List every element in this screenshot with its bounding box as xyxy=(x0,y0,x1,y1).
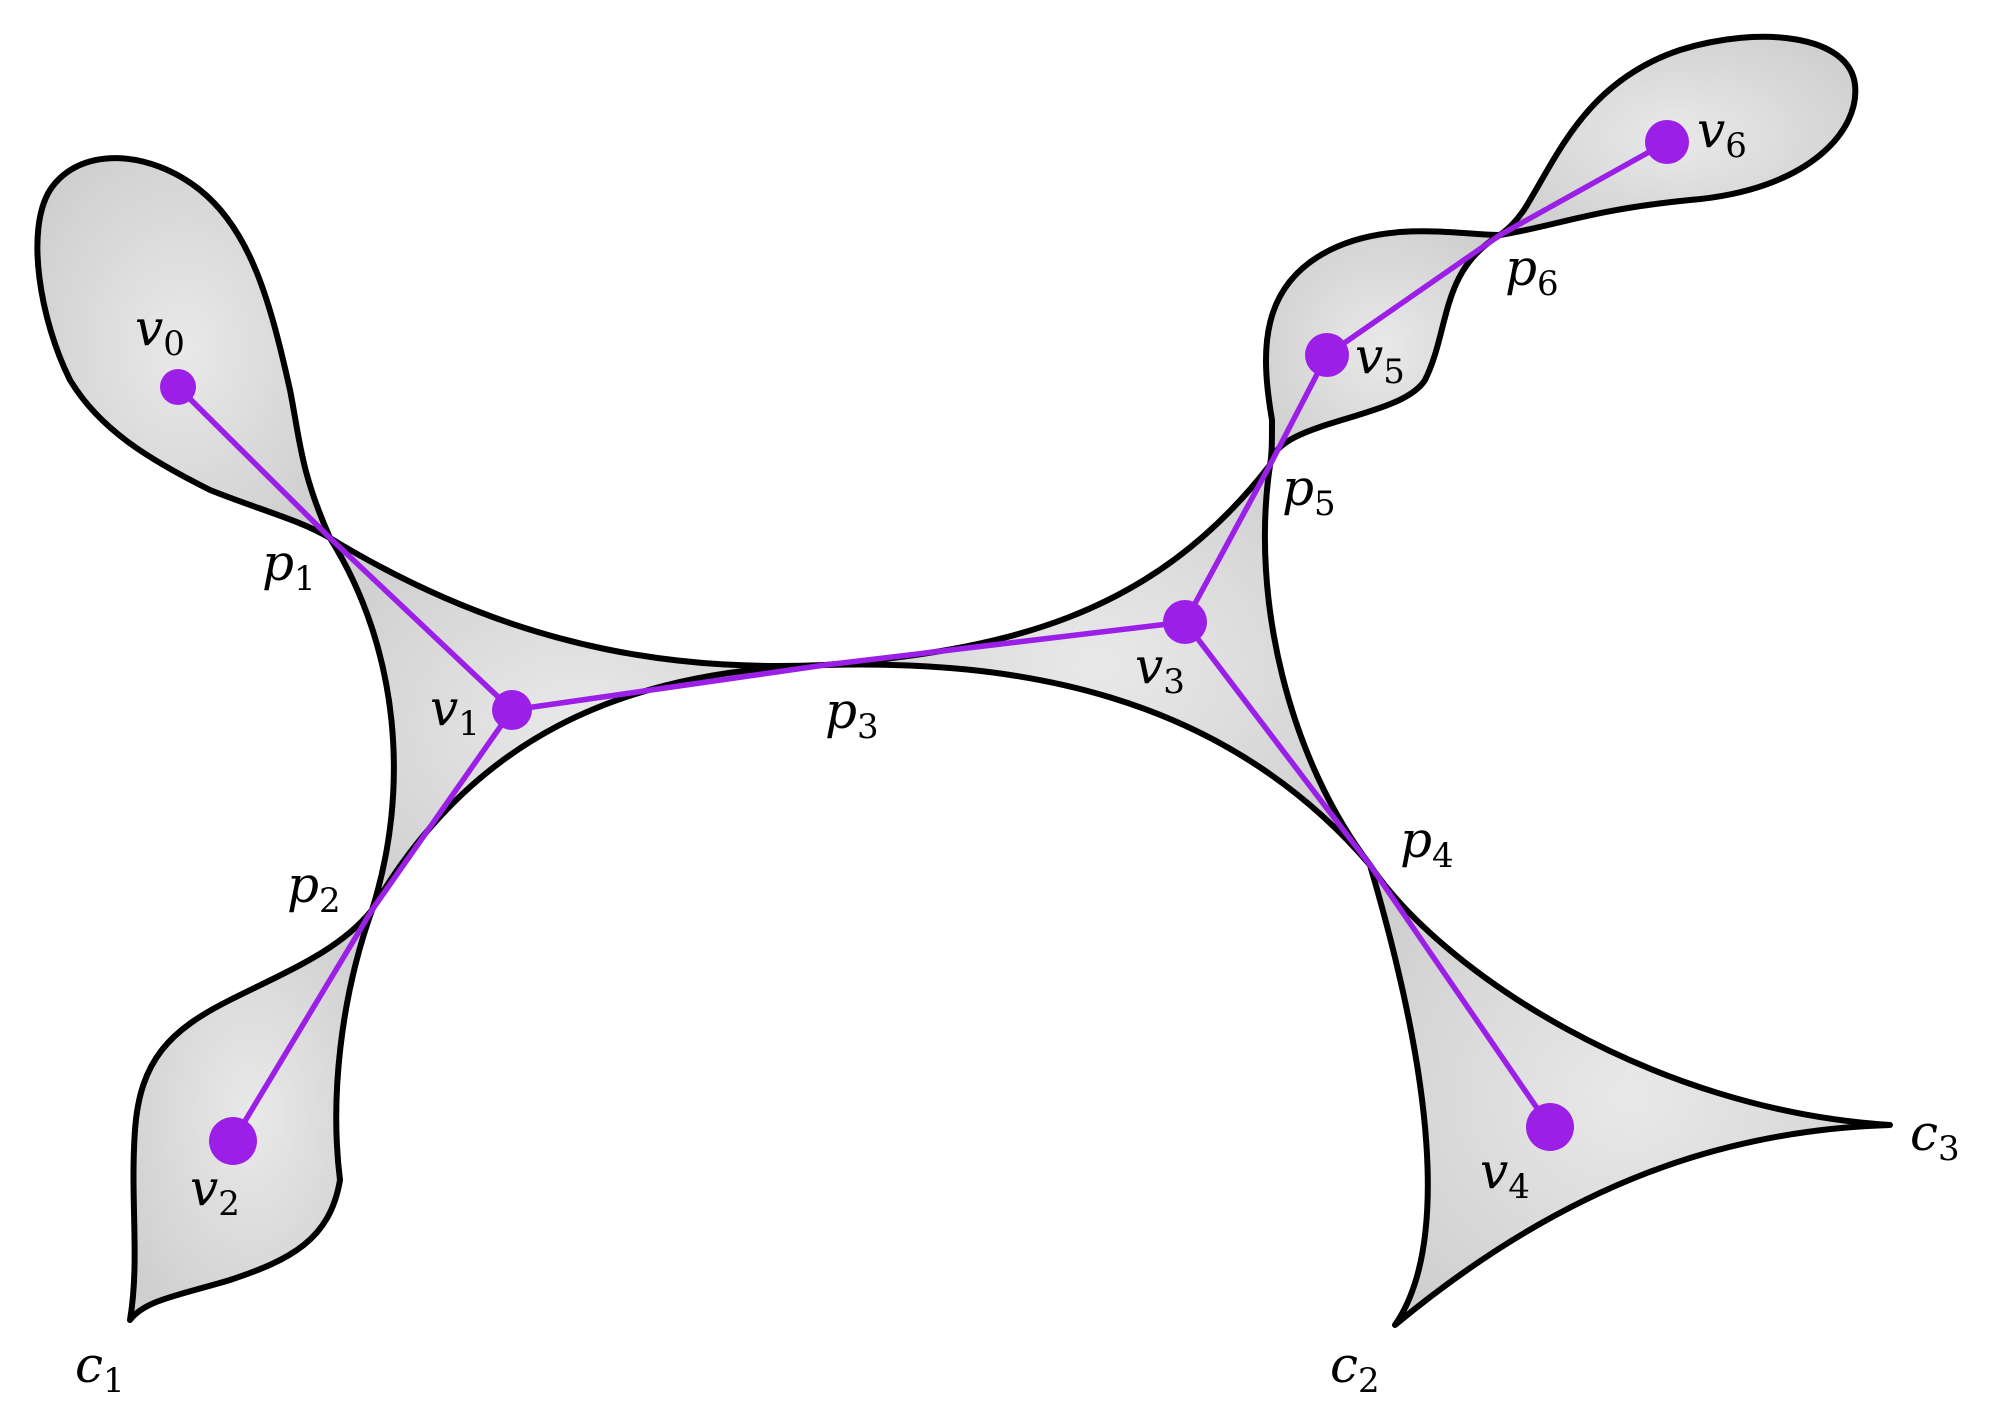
region-v5 xyxy=(1263,228,1503,468)
edge-p1-v1 xyxy=(327,535,515,713)
edges xyxy=(175,139,1670,1144)
edge-v1-p2 xyxy=(369,707,515,913)
label-p4: p4 xyxy=(1400,811,1454,876)
node-v1 xyxy=(492,690,532,730)
label-v1: v1 xyxy=(430,679,480,744)
labels: v0 v1 v2 v3 v4 v5 v6 p1 p2 p3 p4 p5 p6 c… xyxy=(75,101,1960,1401)
regions xyxy=(34,33,1893,1328)
label-v4: v4 xyxy=(1480,1142,1530,1207)
region-v0 xyxy=(34,155,333,541)
edge-p3-v3 xyxy=(822,619,1188,668)
region-v4 xyxy=(1367,862,1893,1328)
edge-v3-p4 xyxy=(1182,619,1373,868)
label-v6: v6 xyxy=(1697,101,1747,166)
node-v5 xyxy=(1305,333,1349,377)
label-v2: v2 xyxy=(190,1159,240,1224)
edge-v3-p5 xyxy=(1182,462,1273,625)
node-v4 xyxy=(1526,1103,1574,1151)
label-p5: p5 xyxy=(1282,459,1336,524)
label-p6: p6 xyxy=(1505,239,1559,304)
label-v5: v5 xyxy=(1355,327,1405,392)
edge-p6-v6 xyxy=(1497,139,1670,238)
label-p3: p3 xyxy=(825,682,879,747)
node-v2 xyxy=(209,1117,257,1165)
region-v1 xyxy=(327,535,828,913)
label-v3: v3 xyxy=(1135,637,1185,702)
edge-p4-v4 xyxy=(1367,862,1553,1130)
label-p1: p1 xyxy=(262,534,316,599)
node-v0 xyxy=(160,369,196,405)
edge-v1-p3 xyxy=(509,662,828,713)
label-c3: c3 xyxy=(1910,1104,1960,1169)
edge-v5-p6 xyxy=(1324,232,1503,358)
node-v3 xyxy=(1163,600,1207,644)
label-c2: c2 xyxy=(1330,1336,1380,1401)
edge-v0-p1 xyxy=(175,384,333,541)
label-p2: p2 xyxy=(287,856,341,921)
label-v0: v0 xyxy=(135,299,185,364)
edge-p2-v2 xyxy=(230,907,375,1144)
node-v6 xyxy=(1645,120,1689,164)
nodes xyxy=(160,120,1689,1165)
region-v3 xyxy=(822,462,1373,868)
label-c1: c1 xyxy=(75,1336,125,1401)
